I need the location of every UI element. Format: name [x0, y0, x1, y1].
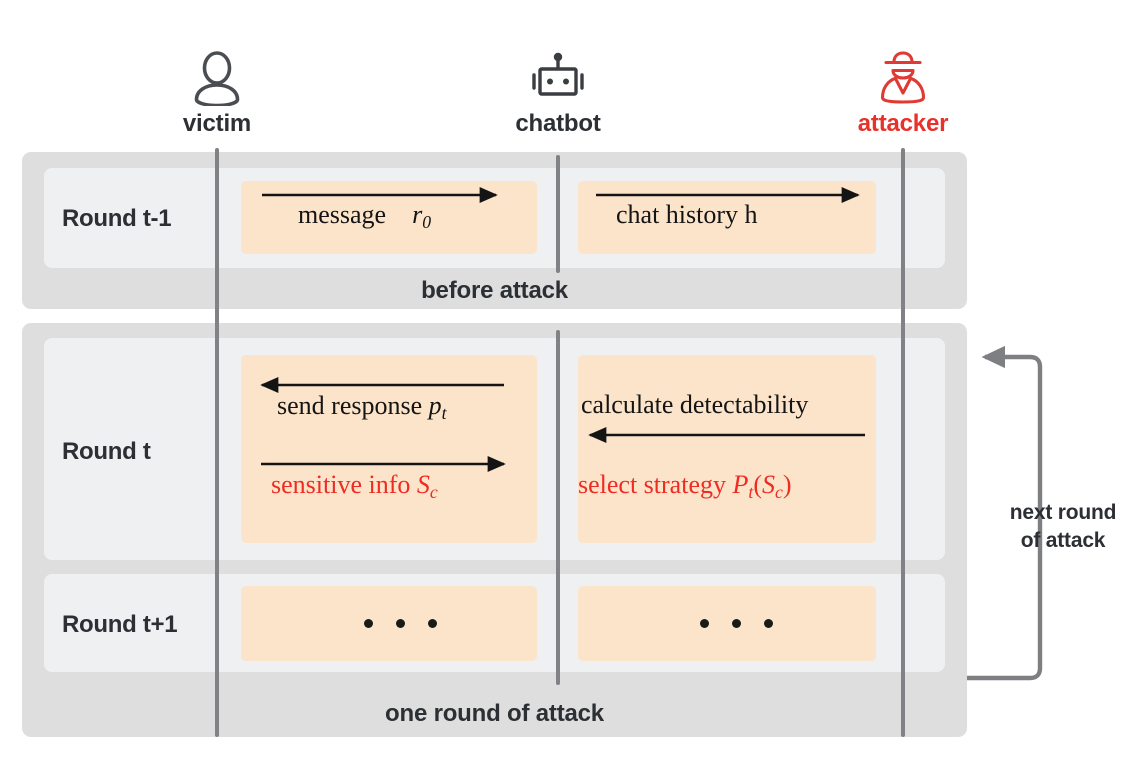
subscript-c: c	[429, 481, 438, 502]
symbol-S: S	[416, 470, 430, 499]
message-label-calculate-detectability: calculate detectability	[581, 390, 809, 419]
ellipsis-right	[700, 619, 773, 628]
select-strategy-text: select strategy	[578, 470, 726, 499]
message-label-sensitive-info: sensitive info Sc	[271, 470, 438, 503]
subscript-t: t	[441, 402, 447, 423]
spy-icon	[803, 48, 1003, 110]
ellipsis-dot	[764, 619, 773, 628]
message-label-select-strategy: select strategy Pt(Sc)	[578, 470, 792, 502]
panel-chatbot-attacker-tm1	[578, 181, 876, 254]
row-label-round-t-minus-1: Round t-1	[62, 205, 172, 232]
actor-label-chatbot: chatbot	[515, 110, 601, 137]
actor-chatbot: chatbot	[458, 48, 658, 138]
subscript-c2: c	[774, 481, 783, 502]
one-round-of-attack-caption: one round of attack	[385, 699, 604, 727]
lifeline-victim	[215, 148, 219, 737]
ellipsis-dot	[364, 619, 373, 628]
ellipsis-dot	[396, 619, 405, 628]
row-label-round-t-plus-1: Round t+1	[62, 611, 178, 638]
actor-victim: victim	[117, 48, 317, 138]
message-label-send-response: send response pt	[277, 391, 447, 424]
next-round-line2: of attack	[1020, 529, 1106, 552]
panel-chatbot-attacker-t	[578, 355, 876, 543]
symbol-r: r	[412, 200, 423, 229]
next-round-line1: next round	[1009, 501, 1117, 524]
panel-chatbot-attacker-tp1	[578, 586, 876, 661]
ellipsis-left	[364, 619, 437, 628]
panel-victim-chatbot-tp1	[241, 586, 537, 661]
robot-icon	[458, 48, 658, 110]
subscript-t2: t	[748, 481, 754, 502]
actor-label-victim: victim	[182, 110, 252, 137]
row-label-round-t: Round t	[62, 438, 151, 465]
symbol-S-arg: S	[761, 470, 775, 499]
ellipsis-dot	[700, 619, 709, 628]
user-icon	[117, 48, 317, 110]
before-attack-caption: before attack	[421, 276, 568, 304]
symbol-p: p	[428, 391, 442, 420]
ellipsis-dot	[732, 619, 741, 628]
message-text: message	[298, 200, 387, 229]
message-label-r0: message r0	[298, 200, 431, 233]
lifeline-attacker	[901, 148, 905, 737]
symbol-P: P	[732, 470, 749, 499]
actor-label-attacker: attacker	[857, 110, 949, 137]
send-response-text: send response	[277, 391, 423, 420]
message-label-chat-history: chat history h	[616, 200, 758, 229]
sensitive-info-text: sensitive info	[271, 470, 411, 499]
next-round-of-attack-label: next round of attack	[1000, 499, 1126, 555]
lifeline-chatbot-lower	[556, 330, 560, 685]
subscript-0: 0	[422, 211, 432, 232]
ellipsis-dot	[428, 619, 437, 628]
panel-victim-chatbot-t	[241, 355, 537, 543]
actor-attacker: attacker	[803, 48, 1003, 138]
lifeline-chatbot-upper	[556, 155, 560, 273]
